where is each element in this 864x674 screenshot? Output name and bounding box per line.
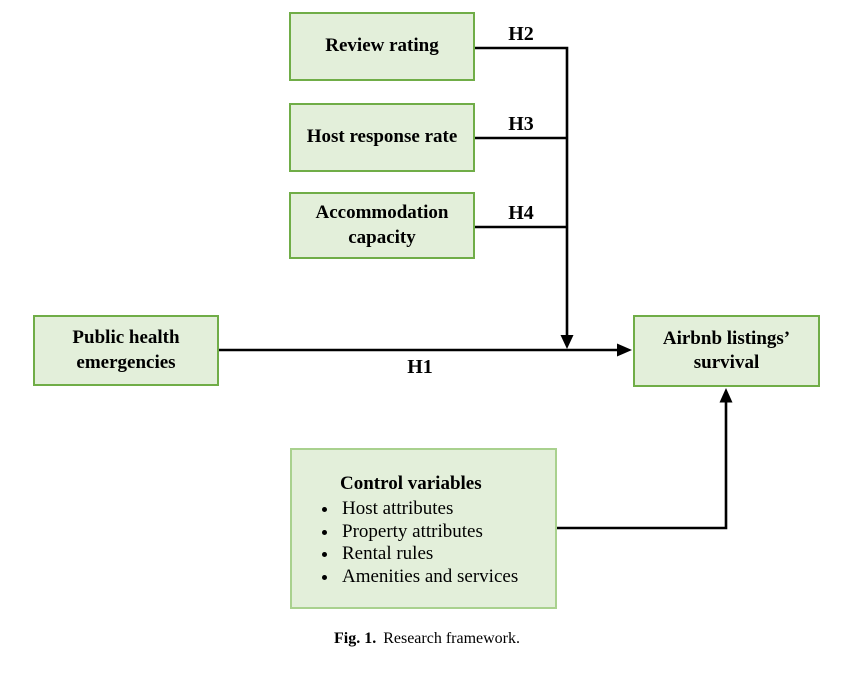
control-variables-title: Control variables xyxy=(340,473,482,494)
accommodation-capacity-box: Accommodation capacity xyxy=(289,192,475,259)
hypothesis-label-h4: H4 xyxy=(508,202,534,224)
host-response-rate-box: Host response rate xyxy=(289,103,475,172)
public-health-emergencies-box: Public health emergencies xyxy=(33,315,219,386)
host-response-rate-label: Host response rate xyxy=(306,126,458,148)
accommodation-capacity-label: Accommodation capacity xyxy=(315,202,449,248)
control-list-item: Rental rules xyxy=(339,543,545,566)
control-variables-list: Host attributes Property attributes Rent… xyxy=(323,498,545,588)
hypothesis-label-h2: H2 xyxy=(508,23,534,45)
control-variables-box: Control variables Host attributes Proper… xyxy=(290,448,557,609)
control-list-item: Amenities and services xyxy=(339,566,545,589)
h2-connector-line xyxy=(475,46,569,338)
control-connector-line xyxy=(557,401,728,530)
hypothesis-label-h3: H3 xyxy=(508,113,534,135)
hypothesis-label-h1: H1 xyxy=(407,356,433,378)
control-list-item: Property attributes xyxy=(339,521,545,544)
up-arrowhead-icon xyxy=(719,388,733,403)
figure-caption-number: Fig. 1. xyxy=(333,630,377,647)
review-rating-label: Review rating xyxy=(325,35,439,57)
figure-caption: Fig. 1. Research framework. xyxy=(0,630,854,648)
right-arrowhead-icon xyxy=(617,343,632,357)
figure-caption-text: Research framework. xyxy=(383,630,521,647)
airbnb-listings-survival-box: Airbnb listings’ survival xyxy=(633,315,820,387)
down-arrowhead-icon xyxy=(560,335,574,349)
review-rating-box: Review rating xyxy=(289,12,475,81)
control-list-item: Host attributes xyxy=(339,498,545,521)
airbnb-listings-survival-label: Airbnb listings’ survival xyxy=(662,327,791,373)
public-health-emergencies-label: Public health emergencies xyxy=(72,327,180,373)
